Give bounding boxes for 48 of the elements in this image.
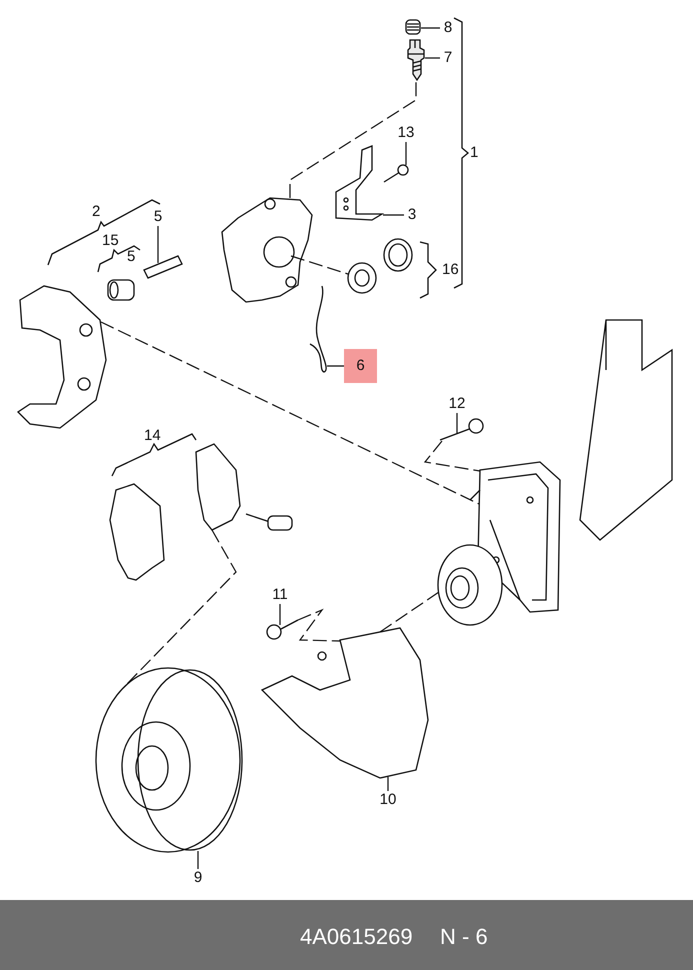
callout-number: 3	[404, 206, 420, 224]
bolt-drawing	[384, 164, 409, 183]
callout-number: 2	[92, 203, 100, 221]
callout-number: 6	[344, 349, 377, 383]
callout-number: 15	[102, 232, 119, 250]
caliper-drawing	[221, 197, 313, 303]
guide-pin-drawing	[143, 255, 183, 279]
leader-line	[327, 365, 344, 367]
dashed-assembly-line	[424, 440, 480, 472]
dust-cap-drawing	[405, 19, 421, 35]
page-reference: N - 6	[440, 924, 488, 950]
brake-line-bracket-drawing	[335, 145, 384, 221]
callout-number: 14	[144, 427, 161, 445]
callout-number: 8	[440, 19, 456, 37]
dashed-assembly-line	[124, 530, 237, 686]
piston-seal-drawing	[347, 238, 413, 294]
leader-line	[387, 777, 389, 791]
part-number: 4A0615269	[300, 924, 413, 950]
leader-line	[157, 226, 159, 263]
steering-knuckle-drawing	[437, 461, 561, 626]
leader-line	[421, 27, 440, 29]
callout-number: 1	[470, 144, 478, 162]
callout-number: 5	[150, 208, 166, 226]
callout-number: 16	[442, 261, 459, 279]
leader-line	[383, 214, 404, 216]
leader-line	[405, 142, 407, 165]
bleed-screw-drawing	[407, 39, 425, 82]
bolt-drawing	[266, 619, 298, 640]
callout-number: 12	[447, 395, 467, 413]
callout-number: 11	[270, 586, 290, 604]
dashed-assembly-line	[290, 255, 348, 275]
callout-number: 13	[396, 124, 416, 142]
caliper-carrier-drawing	[16, 285, 107, 429]
brake-disc-drawing	[95, 667, 243, 853]
leader-line	[197, 851, 199, 869]
dashed-assembly-line	[100, 321, 480, 505]
dashed-assembly-line	[298, 608, 340, 642]
leader-line	[425, 57, 440, 59]
leader-line	[456, 413, 458, 433]
callout-number: 9	[190, 869, 206, 887]
callout-number: 5	[127, 248, 136, 266]
splash-shield-drawing	[260, 627, 429, 779]
spring-clip-drawing	[310, 286, 327, 373]
bolt-drawing	[440, 418, 484, 441]
callout-number: 10	[378, 791, 398, 809]
leader-line	[279, 604, 281, 625]
callout-number: 7	[440, 49, 456, 67]
brake-pads-drawing	[109, 443, 241, 581]
